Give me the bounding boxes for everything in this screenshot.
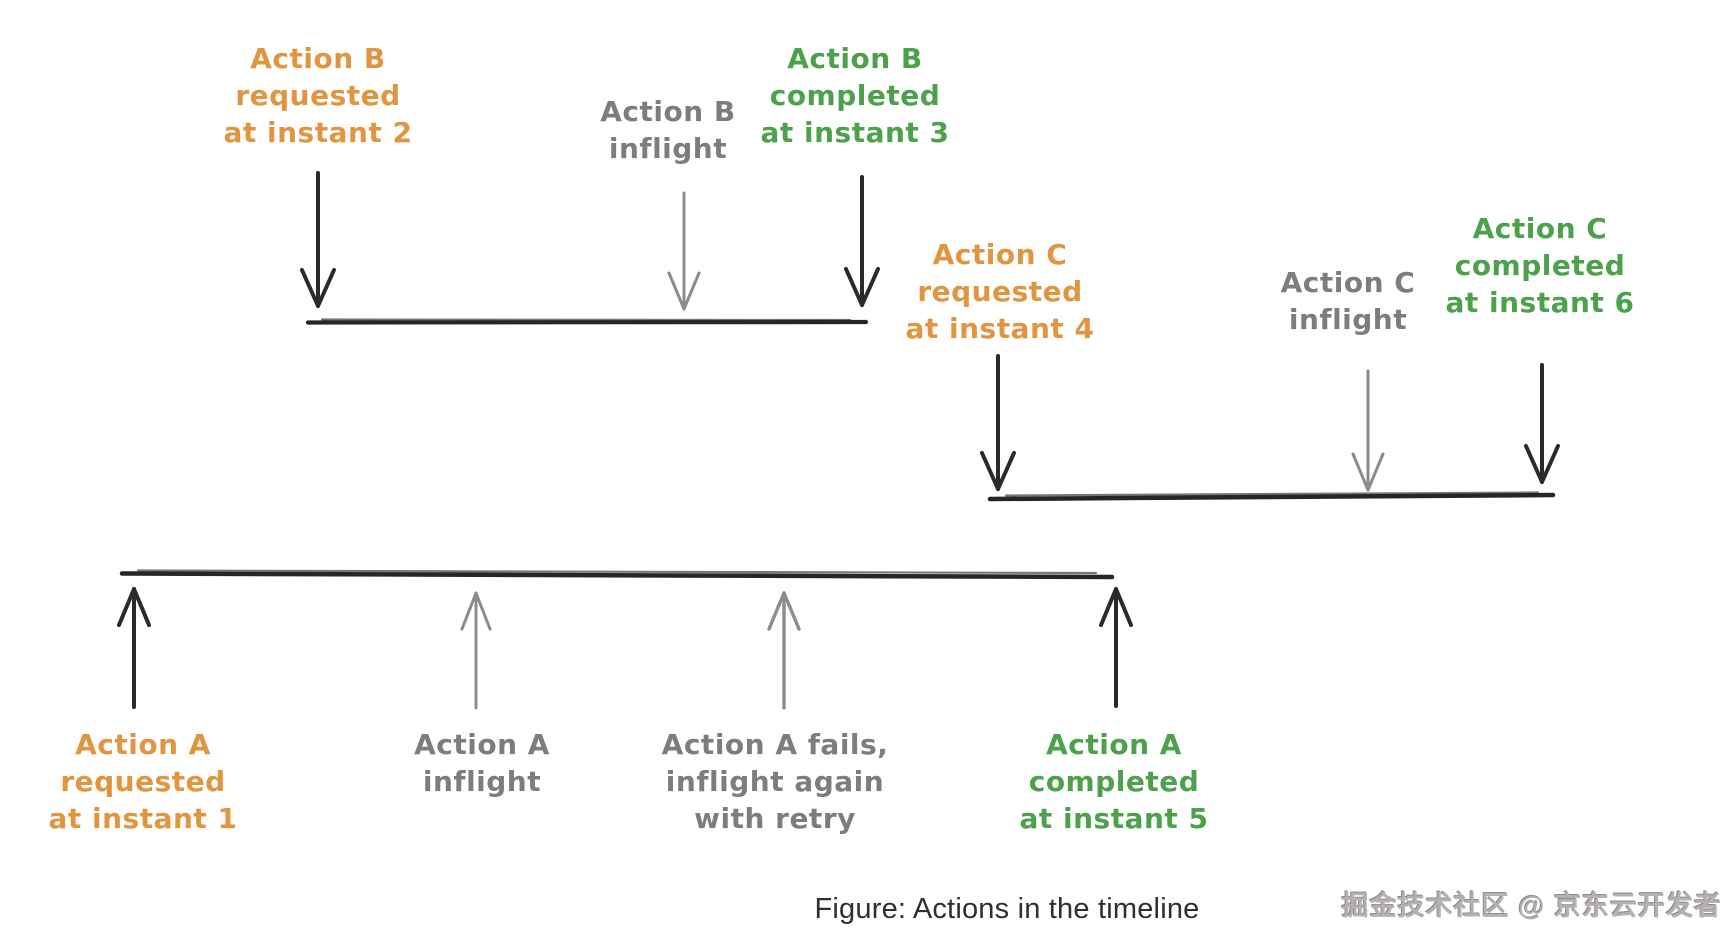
label-action-b-inflight: Action B inflight: [600, 95, 736, 165]
timeline-action-b: [305, 318, 869, 325]
arrow-action-a-fails-retry: [767, 591, 801, 710]
figure-caption: Figure: Actions in the timeline: [814, 893, 1200, 925]
label-action-c-inflight: Action C inflight: [1280, 266, 1416, 336]
label-action-a-completed: Action A completed at instant 5: [1019, 728, 1209, 835]
arrow-action-b-inflight: [667, 191, 701, 311]
timeline-action-c: [987, 491, 1556, 502]
arrow-action-c-inflight: [1351, 369, 1385, 492]
arrow-action-c-requested: [980, 354, 1016, 491]
timeline-action-a: [119, 569, 1115, 580]
arrow-action-c-completed: [1524, 363, 1560, 484]
label-action-c-completed: Action C completed at instant 6: [1445, 212, 1635, 319]
watermark-text: 掘金技术社区 @ 京东云开发者: [1341, 891, 1722, 921]
arrow-action-a-inflight: [460, 591, 492, 710]
arrow-action-b-completed: [844, 175, 880, 307]
label-action-b-completed: Action B completed at instant 3: [760, 42, 950, 149]
label-action-a-requested: Action A requested at instant 1: [48, 728, 238, 835]
arrow-action-b-requested: [300, 171, 336, 308]
arrow-action-a-requested: [117, 587, 151, 709]
arrow-action-a-completed: [1099, 587, 1133, 708]
label-action-a-fails-retry: Action A fails, inflight again with retr…: [661, 728, 889, 835]
label-action-a-inflight: Action A inflight: [414, 728, 550, 798]
label-action-c-requested: Action C requested at instant 4: [905, 238, 1095, 345]
label-action-b-requested: Action B requested at instant 2: [223, 42, 413, 149]
